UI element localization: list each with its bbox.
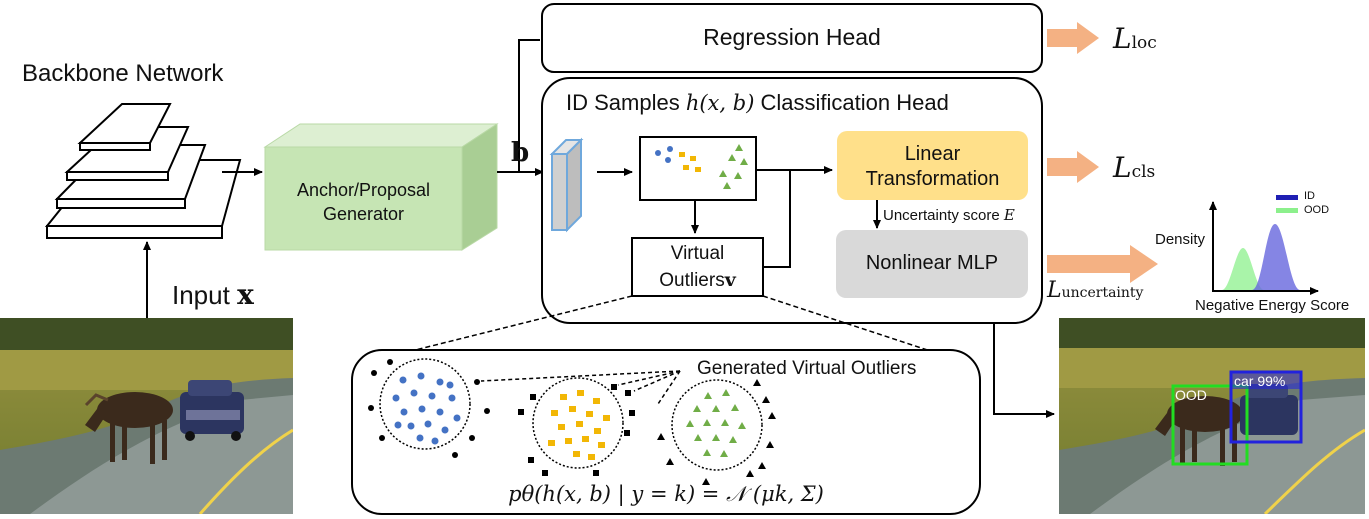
id-samples-blue-dots [655, 146, 673, 163]
blue-cluster [368, 358, 490, 458]
legend-ood-swatch [1276, 208, 1298, 213]
loss-cls-label: Lcls [1113, 151, 1155, 184]
anchor-label: Anchor/Proposal Generator [265, 178, 462, 226]
id-samples-green-triangles [719, 144, 748, 189]
nonlinear-mlp-box [836, 230, 1028, 298]
moose-silhouette [84, 392, 173, 464]
arrow-to-output-image [993, 323, 1055, 418]
regression-head-label: Regression Head [703, 24, 881, 50]
loss-loc-arrow [1047, 22, 1099, 54]
legend-id-label: ID [1304, 190, 1315, 202]
loss-cls-sub: cls [1131, 162, 1156, 182]
input-image [0, 318, 293, 514]
ood-density-curve [1222, 248, 1264, 290]
linear-transformation-box [837, 131, 1028, 200]
density-ylabel: Density [1155, 231, 1206, 248]
uncertainty-score-label: Uncertainty score E [883, 206, 1015, 224]
backbone-title: Backbone Network [22, 60, 224, 87]
linear-label: Linear Transformation [837, 142, 1028, 192]
loss-unc-arrow [1047, 245, 1158, 283]
output-image [1059, 318, 1365, 514]
virtual-outliers-label: Virtual Outliersv [632, 241, 763, 294]
density-xlabel: Negative Energy Score [1195, 297, 1350, 314]
loss-unc-sub: uncertainty [1061, 285, 1144, 301]
legend-ood-label: OOD [1304, 204, 1330, 216]
green-cluster [657, 379, 776, 485]
loss-loc-label: Lloc [1113, 22, 1157, 55]
car-detection-label: car 99% [1234, 373, 1286, 389]
uncertainty-score-symbol: E [1003, 206, 1015, 224]
regression-head-box [541, 3, 1043, 73]
anchor-label-line2: Generator [322, 204, 405, 224]
connector-to-regression-head [518, 39, 540, 172]
nonlinear-label: Nonlinear MLP [865, 252, 999, 274]
cls-head-prefix: ID Samples [566, 90, 680, 115]
backbone-network [44, 103, 242, 239]
linear-label-line2: Transformation [865, 168, 1000, 190]
virtual-outliers-zoom-box [351, 349, 981, 515]
cls-head-math: h(x, b) [685, 91, 755, 115]
car-silhouette [180, 380, 244, 441]
virtual-label-symbol: v [724, 269, 736, 291]
loss-cls-arrow [1047, 151, 1099, 183]
cls-head-suffix: Classification Head [760, 90, 949, 115]
id-density-curve [1252, 224, 1300, 290]
uncertainty-score-text: Uncertainty score [883, 207, 1000, 224]
gaussian-formula: pθ(h(x, b) | y = k) = 𝒩 (μk, Σ) [508, 482, 824, 506]
classification-head-title: ID Samples h(x, b) Classification Head [566, 90, 949, 116]
generated-outliers-label: Generated Virtual Outliers [697, 358, 917, 379]
roi-feature-slab [549, 137, 584, 233]
car-label-bg [1231, 372, 1301, 389]
loss-unc-label: Luncertainty [1047, 278, 1143, 303]
anchor-proposal-generator [263, 123, 499, 251]
yellow-cluster [518, 377, 635, 476]
ood-bounding-box [1171, 384, 1249, 466]
input-label-text: Input [172, 280, 230, 310]
loss-loc-script: L [1113, 22, 1132, 55]
virtual-label-line1: Virtual [670, 243, 725, 264]
virtual-label-line2: Outliersv [632, 267, 763, 294]
ood-detection-label: OOD [1175, 387, 1207, 403]
loss-unc-script: L [1047, 278, 1062, 303]
b-symbol: b [511, 138, 530, 168]
loss-loc-sub: loc [1131, 33, 1157, 53]
outlier-pointer-lines [480, 370, 681, 405]
input-symbol: x [237, 278, 254, 311]
linear-label-line1: Linear [904, 143, 961, 165]
legend-id-swatch [1276, 195, 1298, 200]
id-samples-yellow-squares [679, 152, 701, 172]
virtual-outliers-box [631, 237, 764, 297]
connector-virtual-to-linear [763, 170, 791, 268]
virtual-label-text: Outliers [659, 270, 725, 291]
density-plot [1209, 195, 1319, 295]
anchor-label-line1: Anchor/Proposal [296, 180, 431, 200]
loss-cls-script: L [1113, 151, 1132, 184]
input-label: Input x [172, 278, 254, 311]
